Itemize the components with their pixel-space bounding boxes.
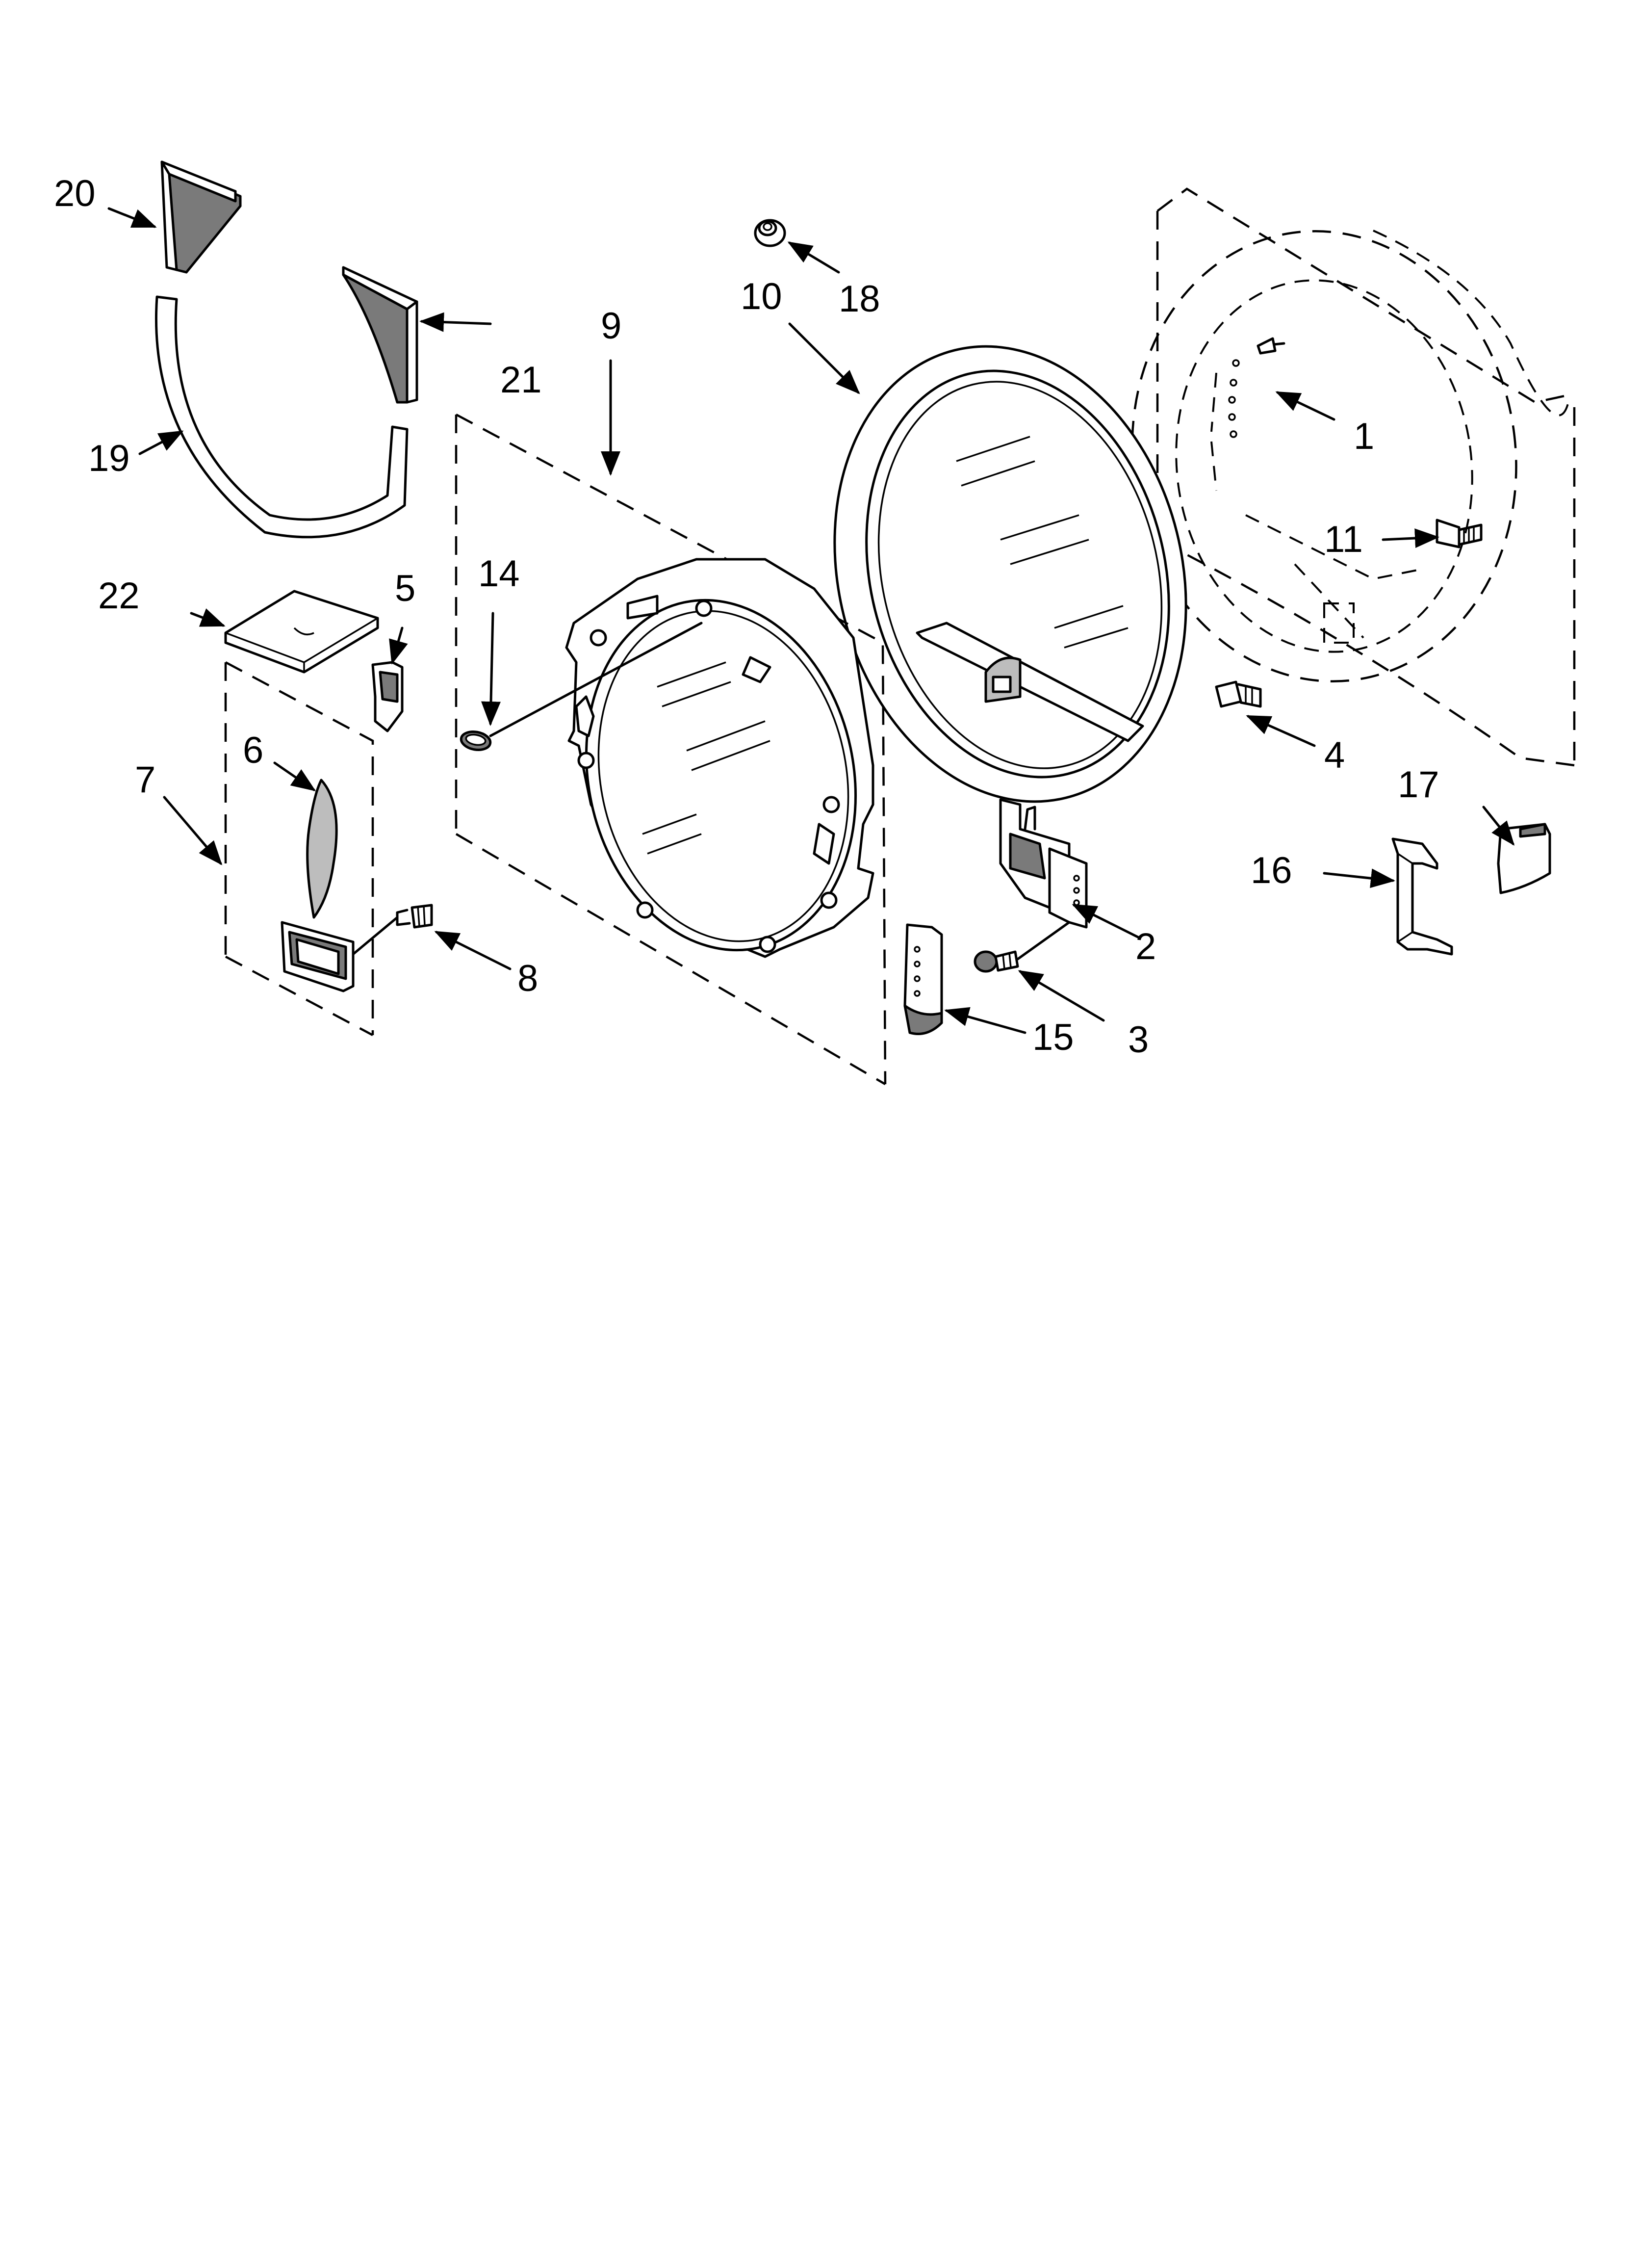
callout-7: 7 [135, 759, 155, 801]
callout-17: 17 [1398, 764, 1439, 806]
inner-door-9 [489, 558, 874, 958]
screw-1 [1257, 337, 1285, 355]
callout-19: 19 [88, 438, 130, 479]
part-22 [224, 590, 379, 674]
screw-3 [974, 921, 1071, 973]
screw-11 [1436, 519, 1483, 548]
part-14 [460, 730, 492, 751]
clip-16 [1391, 837, 1453, 956]
callout-4: 4 [1324, 734, 1345, 776]
callout-8: 8 [517, 958, 538, 999]
callout-18: 18 [839, 278, 880, 320]
callout-11: 11 [1324, 519, 1363, 560]
callout-10: 10 [741, 276, 782, 317]
bumper-18 [754, 219, 786, 247]
clip-5 [371, 661, 404, 732]
callout-20: 20 [54, 173, 96, 214]
door-frame-dashed [455, 414, 887, 1085]
callout-5: 5 [395, 568, 415, 609]
trim-21 [342, 266, 418, 404]
screw-4 [1215, 680, 1262, 708]
callout-21: 21 [500, 359, 542, 401]
trim-20 [160, 160, 242, 274]
callout-22: 22 [98, 575, 140, 617]
callout-15: 15 [1032, 1017, 1074, 1058]
handle-cup [281, 921, 355, 992]
trim-ring-19 [154, 295, 409, 539]
callout-2: 2 [1135, 926, 1156, 967]
screw-8 [352, 904, 433, 956]
lens-6 [306, 779, 338, 919]
callout-9: 9 [601, 305, 621, 347]
callout-14: 14 [478, 553, 520, 595]
hinge-2 [999, 798, 1088, 929]
leader-arrows [107, 207, 1515, 1034]
hinge-cover-15 [903, 923, 943, 1035]
callout-6: 6 [243, 730, 263, 771]
door-outer-ring-10 [833, 345, 1187, 803]
dispenser-frame-7 [224, 661, 374, 1036]
callout-1: 1 [1354, 416, 1374, 457]
callout-16: 16 [1251, 850, 1292, 891]
callout-3: 3 [1128, 1019, 1149, 1061]
